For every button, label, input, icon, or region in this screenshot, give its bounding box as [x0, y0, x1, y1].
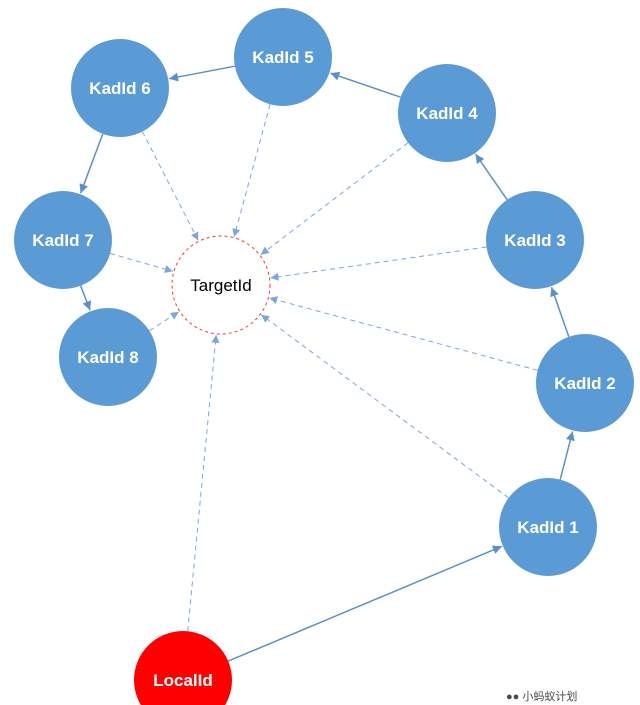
node-label-k6: KadId 6 [89, 79, 150, 98]
node-label-k1: KadId 1 [517, 518, 578, 537]
node-label-k3: KadId 3 [504, 231, 565, 250]
node-circle-k7 [14, 191, 112, 289]
dashed-edge-k8-to-target [149, 311, 180, 332]
edge-k3-to-k4 [474, 153, 508, 201]
dashed-edge-k4-to-target [260, 142, 409, 256]
dashed-edge-k3-to-target [270, 246, 487, 281]
node-k4: KadId 4 [398, 64, 496, 162]
edge-k7-to-k8 [79, 285, 92, 311]
wechat-icon: ●● [506, 691, 520, 703]
solid-edges [79, 65, 575, 662]
node-circle-k8 [59, 308, 157, 406]
node-label-local: LocalId [153, 671, 213, 690]
edge-k4-to-k5 [330, 71, 401, 98]
node-circle-k2 [536, 334, 634, 432]
node-k2: KadId 2 [536, 334, 634, 432]
node-circle-k5 [234, 8, 332, 106]
node-local: LocalId [134, 631, 232, 705]
edge-k5-to-k6 [168, 65, 236, 82]
node-label-k4: KadId 4 [416, 104, 478, 123]
watermark: ●● 小蚂蚁计划 [506, 688, 577, 704]
edge-local-to-k1 [227, 545, 503, 662]
node-k6: KadId 6 [71, 39, 169, 137]
node-label-k8: KadId 8 [77, 348, 138, 367]
node-circle-k6 [71, 39, 169, 137]
node-circle-k1 [499, 478, 597, 576]
node-target: TargetId [171, 235, 271, 335]
node-circle-local [134, 631, 232, 705]
edge-k6-to-k7 [79, 133, 104, 194]
node-label-k5: KadId 5 [252, 48, 313, 67]
watermark-text: 小蚂蚁计划 [522, 691, 578, 703]
node-label-k2: KadId 2 [554, 374, 615, 393]
node-k7: KadId 7 [14, 191, 112, 289]
dashed-edge-k6-to-target [141, 131, 199, 241]
dashed-edge-local-to-target [187, 334, 220, 632]
dashed-edge-k7-to-target [109, 252, 174, 273]
node-k5: KadId 5 [234, 8, 332, 106]
dashed-edge-k5-to-target [232, 104, 271, 237]
node-circle-k4 [398, 64, 496, 162]
node-k8: KadId 8 [59, 308, 157, 406]
node-circle-k3 [486, 191, 584, 289]
dashed-edge-k2-to-target [269, 296, 538, 371]
edge-k1-to-k2 [559, 431, 575, 480]
node-label-target: TargetId [190, 276, 251, 295]
dashed-edge-k1-to-target [260, 314, 509, 499]
edge-k2-to-k3 [550, 286, 570, 337]
node-circle-target [171, 235, 271, 335]
node-k1: KadId 1 [499, 478, 597, 576]
node-label-k7: KadId 7 [32, 231, 93, 250]
dashed-edges [109, 104, 538, 632]
node-k3: KadId 3 [486, 191, 584, 289]
